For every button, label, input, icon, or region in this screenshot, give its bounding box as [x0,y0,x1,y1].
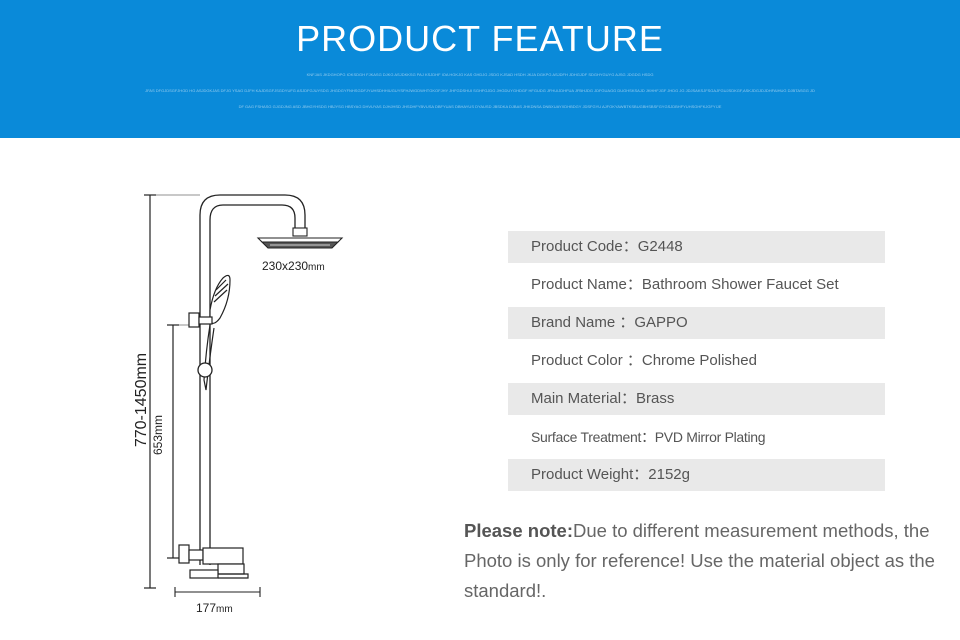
page-title: PRODUCT FEATURE [296,18,664,59]
spec-surface-treatment: Surface Treatment：PVD Mirror Plating [531,429,766,445]
shower-dimension-diagram: 230x230mm 177mm 770-1450mm 653mm [133,194,344,615]
spec-product-weight: Product Weight：2152g [508,459,885,491]
width-label: 177mm [196,601,233,615]
spec-product-name: Product Name：Bathroom Shower Faucet Set [531,276,839,293]
spec-brand-name: Brand Name ：GAPPO [508,307,885,339]
banner-fine-print-2: JFAS DFGJDSGFJHGD HG ASJDGKJAS DFJG YSAG… [145,88,815,93]
spec-product-color: Product Color ：Chrome Polished [531,352,757,369]
head-size-label: 230x230mm [262,259,325,273]
shower-head [256,227,344,249]
shower-riser [199,194,306,565]
note-lead: Please note: [464,520,573,541]
spec-product-code: Product Code：G2448 [508,231,885,263]
banner-fine-print-1: KNFJAS JKDGHOPG IOKSDGH FJKASG DJKG ASJD… [306,72,654,77]
mixer-valve [178,544,249,579]
hand-shower [188,274,231,391]
spec-main-material: Main Material：Brass [508,383,885,415]
header-banner: PRODUCT FEATURE KNFJAS JKDGHOPG IOKSDGH … [0,0,960,138]
banner-fine-print-3: DF GAG FSHASG GJGDJNG ASD JBHGYHSDG HBJY… [238,104,722,109]
lower-height-label: 653mm [151,415,165,455]
note-body: Due to different measurement methods, th… [464,520,935,601]
slider-knob [197,362,213,378]
disclaimer-note: Please note:Due to different measurement… [464,516,944,606]
height-range-label: 770-1450mm [133,353,150,447]
product-spec-list: Product Code：G2448 Product Name：Bathroom… [508,231,885,497]
